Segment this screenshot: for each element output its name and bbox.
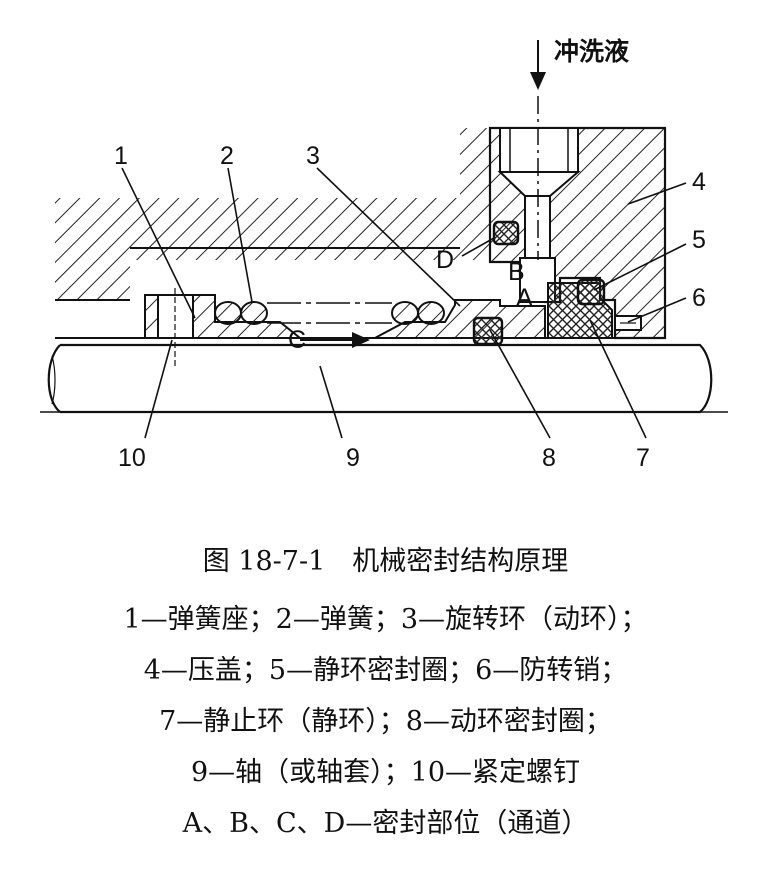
- stationary-ring-seal: [576, 278, 606, 306]
- part-number-3: 3: [306, 142, 320, 170]
- part-number-5: 5: [692, 226, 706, 254]
- part-number-4: 4: [692, 168, 706, 196]
- legend-line-4: 9—轴（或轴套）；10—紧定螺钉: [190, 757, 581, 788]
- part-number-10: 10: [118, 444, 146, 472]
- housing: [55, 128, 515, 300]
- legend-line-5: A、B、C、D—密封部位（通道）: [182, 808, 589, 839]
- passage-label-c: C: [288, 326, 306, 354]
- part-number-6: 6: [692, 284, 706, 312]
- legend-line-2: 4—压盖；5—静环密封圈；6—防转销；: [143, 655, 628, 686]
- shaft: [60, 343, 713, 414]
- legend-line-3: 7—静止环（静环）；8—动环密封圈；: [159, 706, 612, 737]
- part-number-8: 8: [542, 444, 556, 472]
- passage-label-b: B: [508, 258, 525, 286]
- passage-label-d: D: [436, 246, 454, 274]
- flush-liquid-label: 冲洗液: [554, 37, 629, 66]
- rotating-ring-seal: [472, 316, 504, 346]
- mechanical-seal-diagram: 冲洗液 1 2 3 4 5 6 7 8 9 10 A B C D: [40, 37, 730, 472]
- spring: [214, 301, 445, 325]
- legend-line-1: 1—弹簧座；2—弹簧；3—旋转环（动环）；: [123, 604, 648, 635]
- figure-title: 图 18-7-1 机械密封结构原理: [202, 546, 569, 577]
- part-number-9: 9: [346, 444, 360, 472]
- part-number-7: 7: [636, 444, 650, 472]
- passage-label-a: A: [516, 284, 533, 312]
- gland-seal: [492, 220, 520, 246]
- part-number-1: 1: [114, 142, 128, 170]
- part-number-2: 2: [220, 142, 234, 170]
